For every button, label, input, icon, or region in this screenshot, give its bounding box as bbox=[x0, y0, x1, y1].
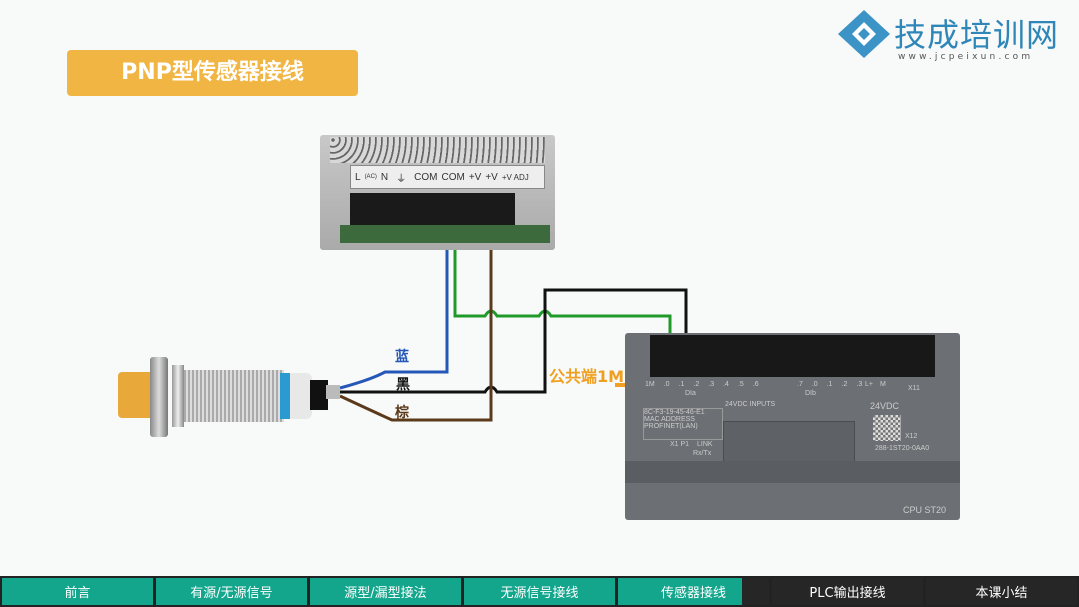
plc-terminal-label: .2 bbox=[841, 381, 848, 388]
brown-wire-label: 棕 bbox=[395, 405, 409, 421]
terminal-label-N: N bbox=[380, 171, 389, 183]
order-number: 288-1ST20-0AA0 bbox=[875, 445, 930, 452]
terminal-label-ac: (AC) bbox=[364, 174, 377, 180]
nav-tab-source-sink[interactable]: 源型/漏型接法 bbox=[310, 578, 461, 605]
terminal-label-L: L bbox=[355, 171, 361, 183]
port-label: X1 P1 bbox=[670, 441, 690, 448]
group-a-label: DIa bbox=[685, 390, 696, 397]
terminal-label-v1: +V bbox=[468, 171, 482, 183]
link-label: LINK bbox=[697, 441, 713, 448]
x12-label: X12 bbox=[905, 433, 918, 440]
terminal-label-v2: +V bbox=[485, 171, 498, 183]
profinet-label: PROFINET(LAN) bbox=[644, 423, 698, 430]
group-b-label: DIb bbox=[805, 390, 816, 397]
plc-terminal-label: .1 bbox=[826, 381, 833, 388]
plc-terminal-label: .4 bbox=[723, 381, 729, 388]
black-wire-label: 黑 bbox=[396, 377, 410, 393]
nav-tab-plc-output[interactable]: PLC输出接线 bbox=[772, 578, 923, 605]
plc-terminal-label: .2 bbox=[693, 381, 700, 388]
power-terminal-label: L+ bbox=[865, 381, 873, 388]
inputs-label: 24VDC INPUTS bbox=[725, 401, 776, 408]
plc-terminal-label: .5 bbox=[737, 381, 744, 388]
green-wire bbox=[453, 215, 672, 340]
proximity-sensor bbox=[110, 355, 340, 440]
blue-wire-label: 蓝 bbox=[395, 349, 409, 365]
plc-terminal-label: .1 bbox=[678, 381, 685, 388]
nav-tab-sensor-wiring[interactable]: 传感器接线 bbox=[618, 578, 769, 605]
terminal-label-vadj: +V ADJ bbox=[501, 172, 529, 182]
nav-tab-passive-wiring[interactable]: 无源信号接线 bbox=[464, 578, 615, 605]
logo-name: 技成培训网 bbox=[894, 16, 1060, 54]
plc-terminal-label: .7 bbox=[797, 381, 803, 388]
logo-diamond-icon bbox=[838, 10, 890, 58]
page-title: PNP型传感器接线 bbox=[67, 50, 358, 96]
plc-terminal-label: .0 bbox=[663, 381, 670, 388]
mac-value: 8C-F3-19-45-46-E1 bbox=[644, 409, 705, 416]
plc-terminal-label: .0 bbox=[811, 381, 818, 388]
logo: 技成培训网 www.jcpeixun.com bbox=[836, 8, 1076, 64]
chapter-nav: 前言 有源/无源信号 源型/漏型接法 无源信号接线 传感器接线 PLC输出接线 … bbox=[0, 576, 1079, 607]
logo-url: www.jcpeixun.com bbox=[898, 52, 1034, 62]
mac-label: MAC ADDRESS bbox=[644, 416, 695, 423]
plc-terminal-label: .6 bbox=[752, 381, 759, 388]
rxtx-label: Rx/Tx bbox=[693, 450, 712, 457]
model-label: CPU ST20 bbox=[903, 505, 947, 515]
power-label: 24VDC bbox=[870, 401, 900, 411]
common-terminal-annotation: 公共端1M bbox=[549, 367, 625, 386]
blue-wire bbox=[339, 215, 449, 390]
plc-terminal-label: .3 bbox=[856, 381, 863, 388]
brown-wire bbox=[339, 215, 493, 422]
power-terminal-label: M bbox=[880, 381, 886, 388]
plc-terminal-label: .3 bbox=[708, 381, 715, 388]
black-wire bbox=[340, 288, 688, 394]
plc-terminal-label: 1M bbox=[645, 381, 655, 388]
terminal-label-com2: COM bbox=[441, 171, 465, 183]
x11-label: X11 bbox=[908, 385, 920, 392]
nav-tab-summary[interactable]: 本课小结 bbox=[926, 578, 1077, 605]
power-supply: L (AC) N ⏚ COM COM +V +V +V ADJ bbox=[320, 135, 555, 250]
terminal-label-com1: COM bbox=[414, 171, 438, 183]
ground-icon: ⏚ bbox=[396, 173, 407, 185]
nav-tab-active-passive-signal[interactable]: 有源/无源信号 bbox=[156, 578, 307, 605]
qr-code bbox=[873, 415, 901, 441]
nav-tab-intro[interactable]: 前言 bbox=[2, 578, 153, 605]
wiring-diagram bbox=[339, 215, 688, 422]
plc-cpu-st20: 1M .0 .1 .2 .3 .4 .5 .6 .7 .0 .1 .2 .3 D… bbox=[625, 333, 960, 520]
